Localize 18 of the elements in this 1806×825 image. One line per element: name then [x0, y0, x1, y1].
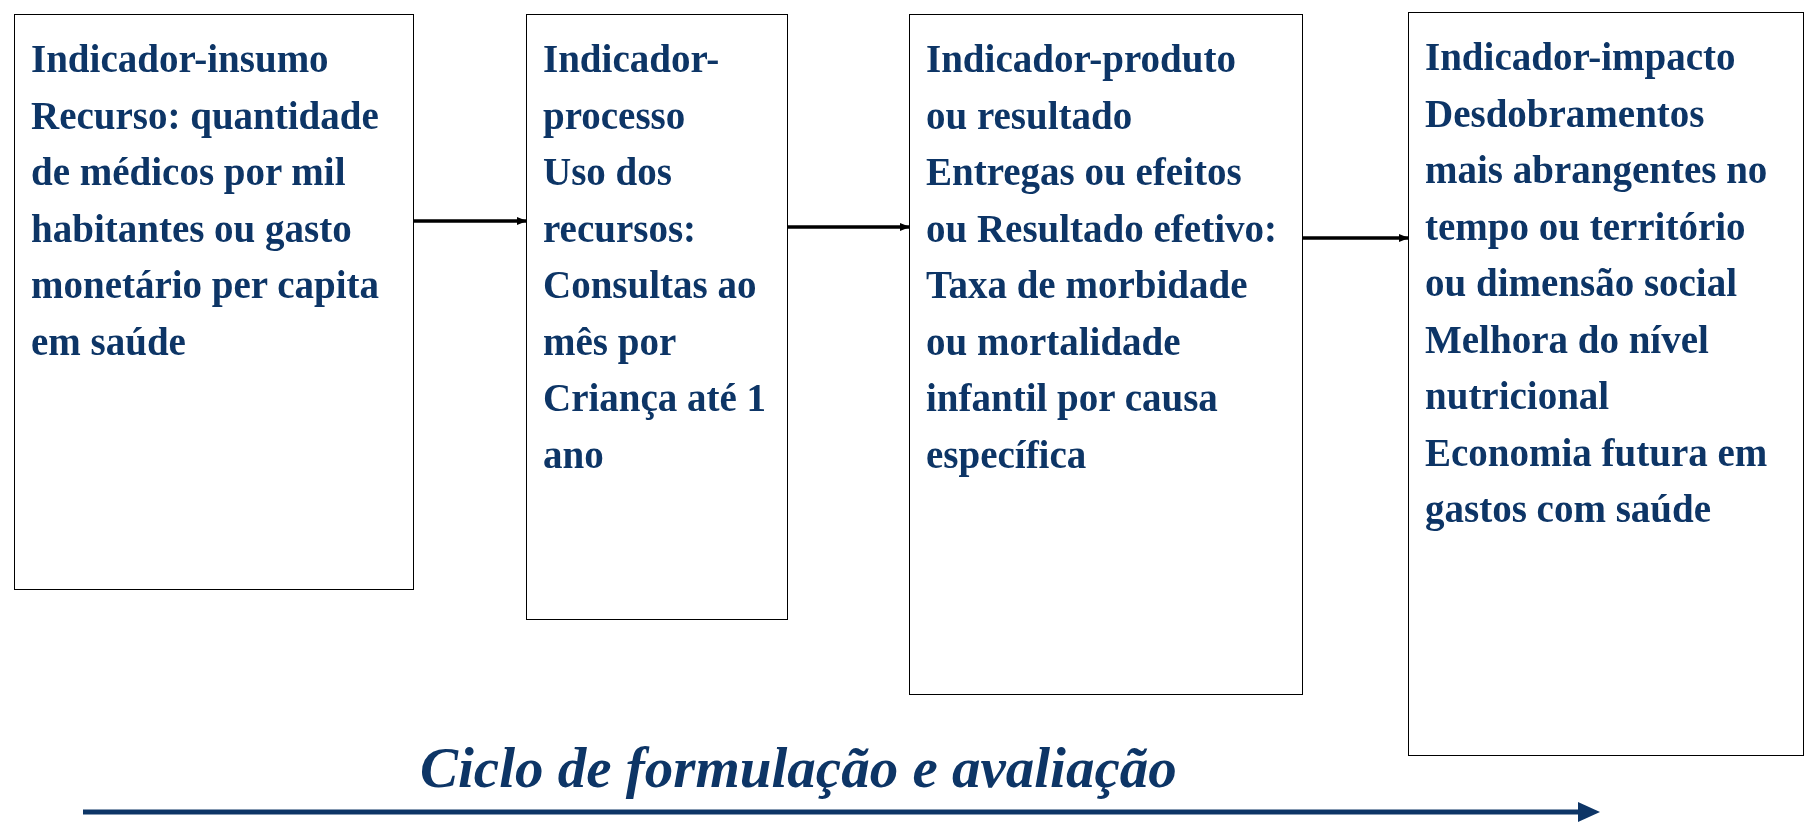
indicator-box: [526, 14, 788, 620]
indicator-box: [1408, 12, 1804, 756]
arrow: [788, 223, 910, 231]
box-heading: Indicador-processo: [543, 36, 721, 140]
indicator-box: [14, 14, 414, 590]
arrow: [1303, 234, 1409, 242]
box-text: Entregas ou efeitos ou Resultado efetivo: Taxa de morbidade ou mortalidade infantil por causa específica: [926, 149, 1278, 479]
arrow: [414, 217, 527, 225]
cycle-caption: Ciclo de formulação e avaliação: [420, 735, 1177, 800]
box-heading: Indicador-impacto: [1425, 34, 1737, 81]
box-text: Recurso: quantidade de médicos por mil habitantes ou gasto monetário per capita em saúde: [31, 92, 381, 365]
box-heading: Indicador-insumo: [31, 36, 330, 82]
indicator-box: [909, 14, 1303, 695]
box-text: Uso dos recursos: Consultas ao mês por Criança até 1 ano: [543, 149, 768, 478]
box-heading: Indicador-produto ou resultado: [926, 36, 1237, 139]
box-text: Economia futura em gastos com saúde: [1425, 429, 1769, 533]
box-text: Desdobramentos mais abrangentes no tempo ou território ou dimensão social: [1425, 90, 1769, 307]
box-text: Melhora do nível nutricional: [1425, 316, 1710, 420]
